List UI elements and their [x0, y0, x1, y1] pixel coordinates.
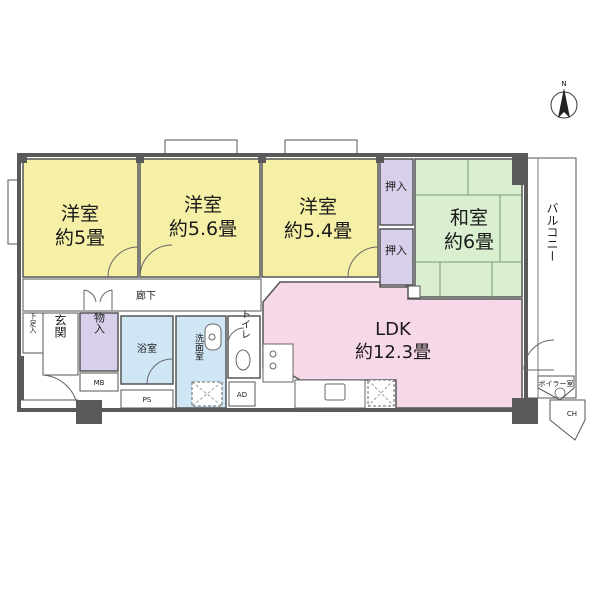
north-arrow-icon: N [550, 80, 578, 119]
kitchen-counter [262, 343, 294, 383]
meter-box-label: MB [94, 379, 105, 387]
japanese-room-size: 約6畳 [444, 231, 494, 253]
western-room-3-name: 洋室 [299, 196, 337, 218]
pipe-shaft [120, 389, 174, 409]
meter-box [79, 372, 119, 392]
western-room-1 [22, 158, 139, 278]
ch-label: CH [567, 410, 577, 418]
closet-top-label: 押入 [385, 179, 407, 193]
washroom-label: 洗面室 [193, 332, 204, 360]
entrance [42, 312, 79, 376]
shoe-closet-label: 下足入 [29, 313, 37, 334]
storage-label: 物入 [93, 311, 106, 334]
western-room-2-size: 約5.6畳 [169, 218, 237, 240]
western-room-2 [139, 158, 261, 278]
closet-bottom-label: 押入 [385, 243, 407, 257]
western-room-1-size: 約5畳 [55, 227, 105, 249]
storage [79, 312, 119, 372]
western-room-3-size: 約5.4畳 [284, 220, 352, 242]
tatami-lines [415, 159, 522, 297]
corridor [22, 278, 262, 312]
closet-bottom [379, 228, 414, 286]
bathroom-label: 浴室 [137, 342, 157, 355]
western-room-1-name: 洋室 [61, 203, 99, 225]
boiler-room-label: ボイラー室 [539, 379, 574, 388]
pillars [19, 155, 538, 424]
ldk-size: 約12.3畳 [355, 342, 431, 363]
western-room-3 [261, 158, 379, 278]
ch-area [549, 399, 586, 441]
japanese-room-name: 和室 [450, 207, 488, 229]
balcony-label: バルコニー [545, 202, 559, 262]
entrance-label: 玄関 [53, 313, 67, 338]
air-duct [228, 381, 256, 407]
north-label: N [561, 80, 566, 88]
balcony [525, 157, 577, 399]
ldk-name: LDK [375, 319, 412, 340]
closet-top [379, 158, 414, 226]
toilet-label: トイレ [239, 309, 251, 339]
pipe-shaft-label: PS [143, 396, 152, 404]
air-duct-label: AD [237, 391, 247, 399]
corridor-label: 廊下 [136, 289, 156, 302]
western-room-2-name: 洋室 [184, 194, 222, 216]
